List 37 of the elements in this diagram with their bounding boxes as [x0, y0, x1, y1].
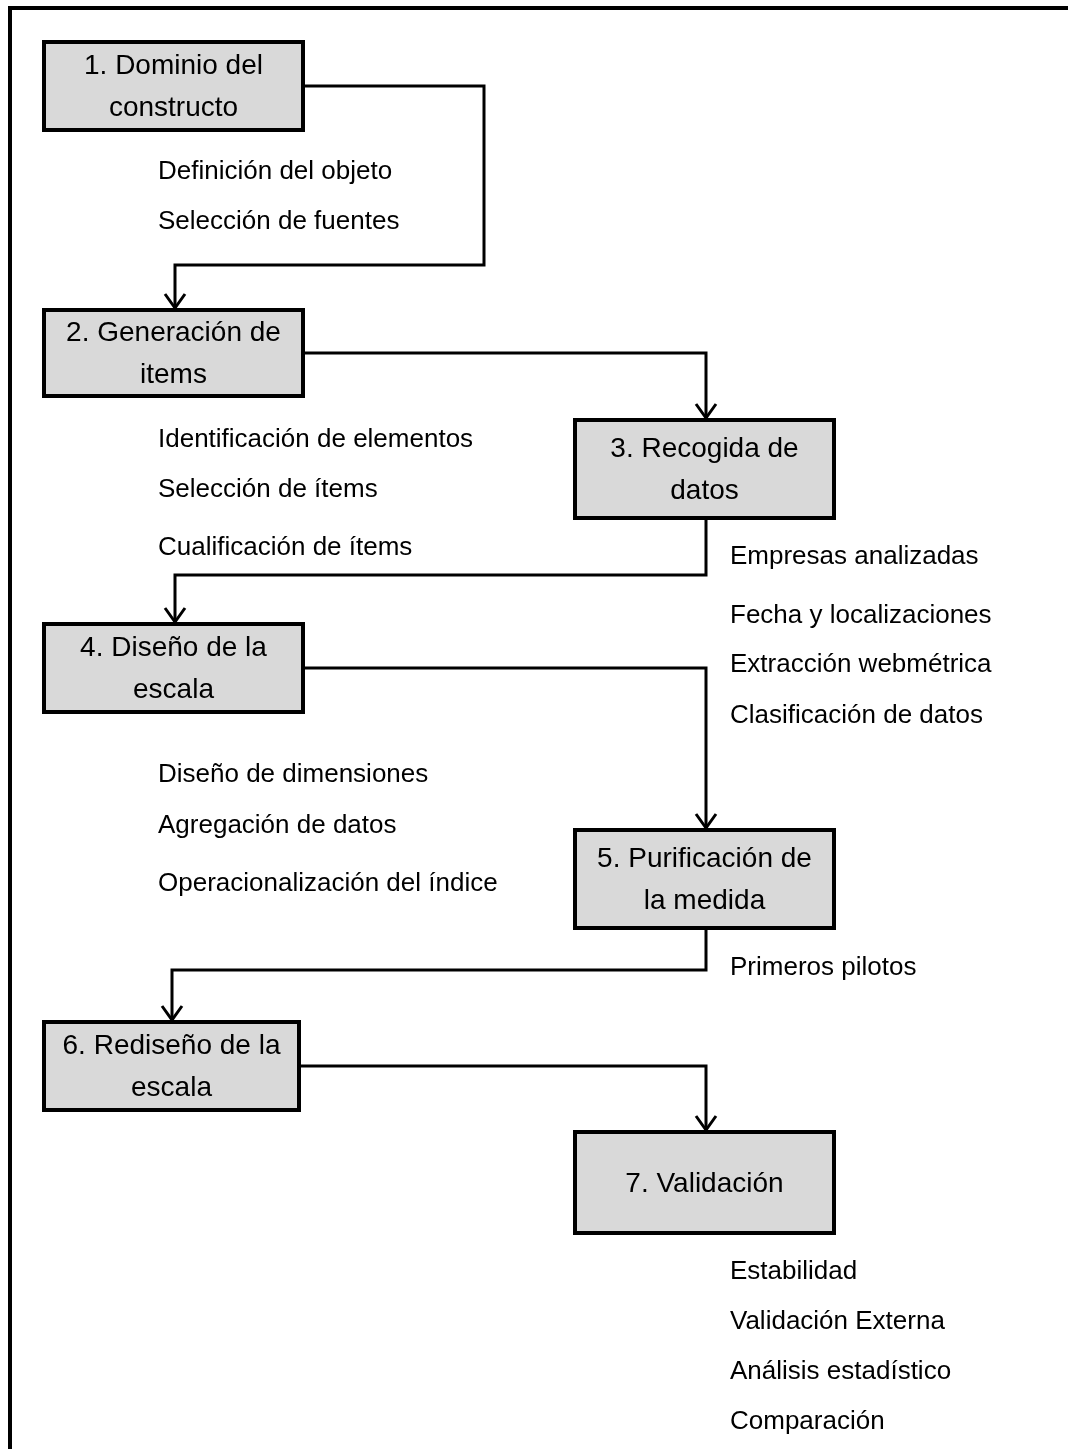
step-title: 3. Recogida de datos	[609, 431, 800, 507]
process-box	[573, 418, 836, 520]
activity-text: Operacionalización del índice	[158, 866, 498, 899]
connector-arrow	[160, 930, 708, 1022]
activity-text: Extracción webmétrica	[730, 647, 992, 680]
activity-text: Primeros pilotos	[730, 950, 917, 983]
activity-text: Identificación de elementos	[158, 422, 474, 455]
process-box	[573, 1130, 836, 1235]
process-box	[573, 828, 836, 930]
step-title: 6. Rediseño de la escala	[61, 1028, 282, 1104]
activity-text: Estabilidad	[730, 1254, 858, 1287]
connector-arrow	[163, 84, 486, 310]
activity-text: Fecha y localizaciones	[730, 598, 992, 631]
activity-text: Selección de ítems	[158, 472, 378, 505]
connector-arrow	[305, 351, 718, 420]
process-box	[42, 622, 305, 714]
process-box	[42, 308, 305, 398]
activity-text: Cualificación de ítems	[158, 530, 413, 563]
activity-text: Análisis estadístico	[730, 1354, 952, 1387]
step-title: 1. Dominio del constructo	[83, 48, 264, 124]
connector-arrow	[163, 520, 708, 624]
step-title: 2. Generación de items	[65, 315, 282, 391]
activity-text: Validación Externa	[730, 1304, 945, 1337]
step-title: 4. Diseño de la escala	[79, 630, 268, 706]
activity-text: Agregación de datos	[158, 808, 397, 841]
activity-text: Empresas analizadas	[730, 539, 979, 572]
activity-text: Definición del objeto	[158, 154, 393, 187]
activity-text: Selección de fuentes	[158, 204, 400, 237]
activity-text: Comparación	[730, 1404, 885, 1437]
activity-text: Clasificación de datos	[730, 698, 983, 731]
activity-text: Diseño de dimensiones	[158, 757, 429, 790]
process-box	[42, 1020, 301, 1112]
connector-arrow	[301, 1064, 718, 1132]
step-title: 5. Purificación de la medida	[596, 841, 813, 917]
step-title: 7. Validación	[625, 1165, 784, 1200]
connector-arrow	[305, 666, 718, 830]
process-box	[42, 40, 305, 132]
